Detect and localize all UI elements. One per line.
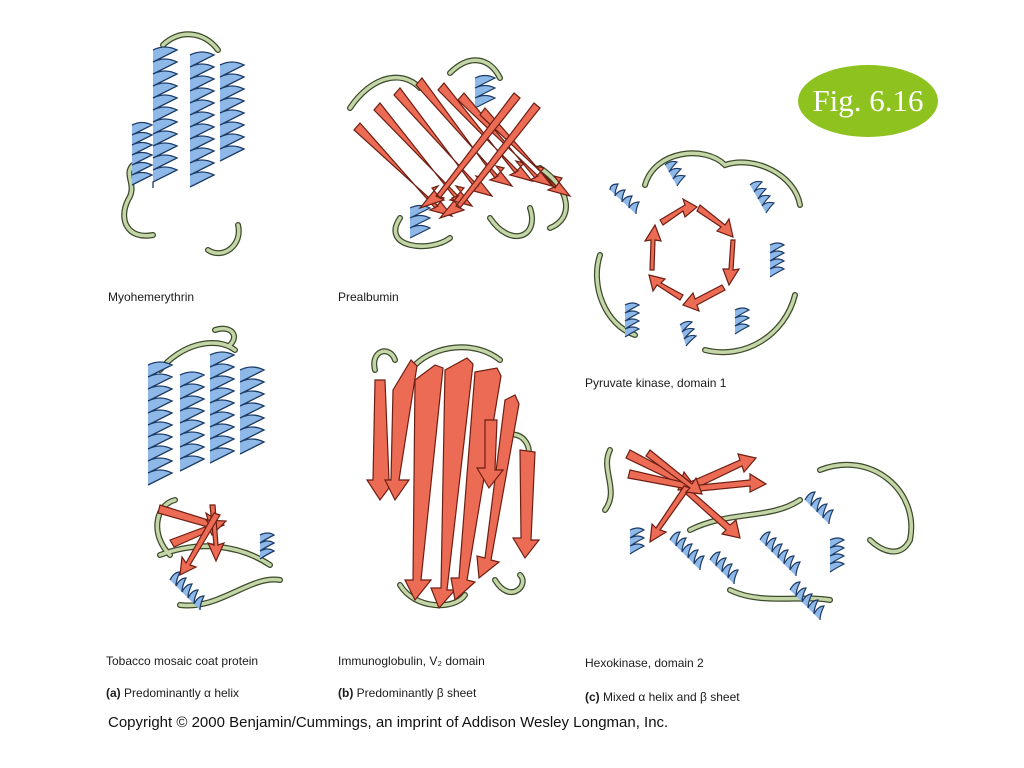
- hexokinase-structure-icon: [590, 430, 925, 620]
- protein-label-myohemerythrin: Myohemerythrin: [108, 290, 195, 304]
- protein-label-immunoglobulin: Immunoglobulin, V₂ domain: [338, 654, 485, 668]
- immunoglobulin-structure-icon: [355, 340, 565, 615]
- prealbumin-structure-icon: [340, 48, 580, 258]
- category-c-letter: (c): [585, 690, 600, 704]
- category-b-letter: (b): [338, 686, 354, 700]
- category-c: (c) Mixed α helix and β sheet: [585, 690, 740, 704]
- protein-label-prealbumin: Prealbumin: [338, 290, 399, 304]
- category-a: (a) Predominantly α helix: [106, 686, 239, 700]
- copyright-notice: Copyright © 2000 Benjamin/Cummings, an i…: [108, 714, 669, 731]
- tobacco-mosaic-coat-protein-structure-icon: [120, 325, 300, 615]
- protein-label-tobacco-mosaic-coat-protein: Tobacco mosaic coat protein: [106, 654, 259, 668]
- myohemerythrin-structure-icon: [108, 25, 258, 265]
- category-a-text: Predominantly α helix: [124, 686, 240, 700]
- protein-label-pyruvate-kinase: Pyruvate kinase, domain 1: [585, 376, 727, 390]
- protein-label-hexokinase: Hexokinase, domain 2: [585, 656, 704, 670]
- category-a-letter: (a): [106, 686, 121, 700]
- category-c-text: Mixed α helix and β sheet: [603, 690, 740, 704]
- category-b: (b) Predominantly β sheet: [338, 686, 476, 700]
- pyruvate-kinase-structure-icon: [585, 145, 815, 365]
- figure-badge: Fig. 6.16: [798, 65, 938, 137]
- category-b-text: Predominantly β sheet: [356, 686, 477, 700]
